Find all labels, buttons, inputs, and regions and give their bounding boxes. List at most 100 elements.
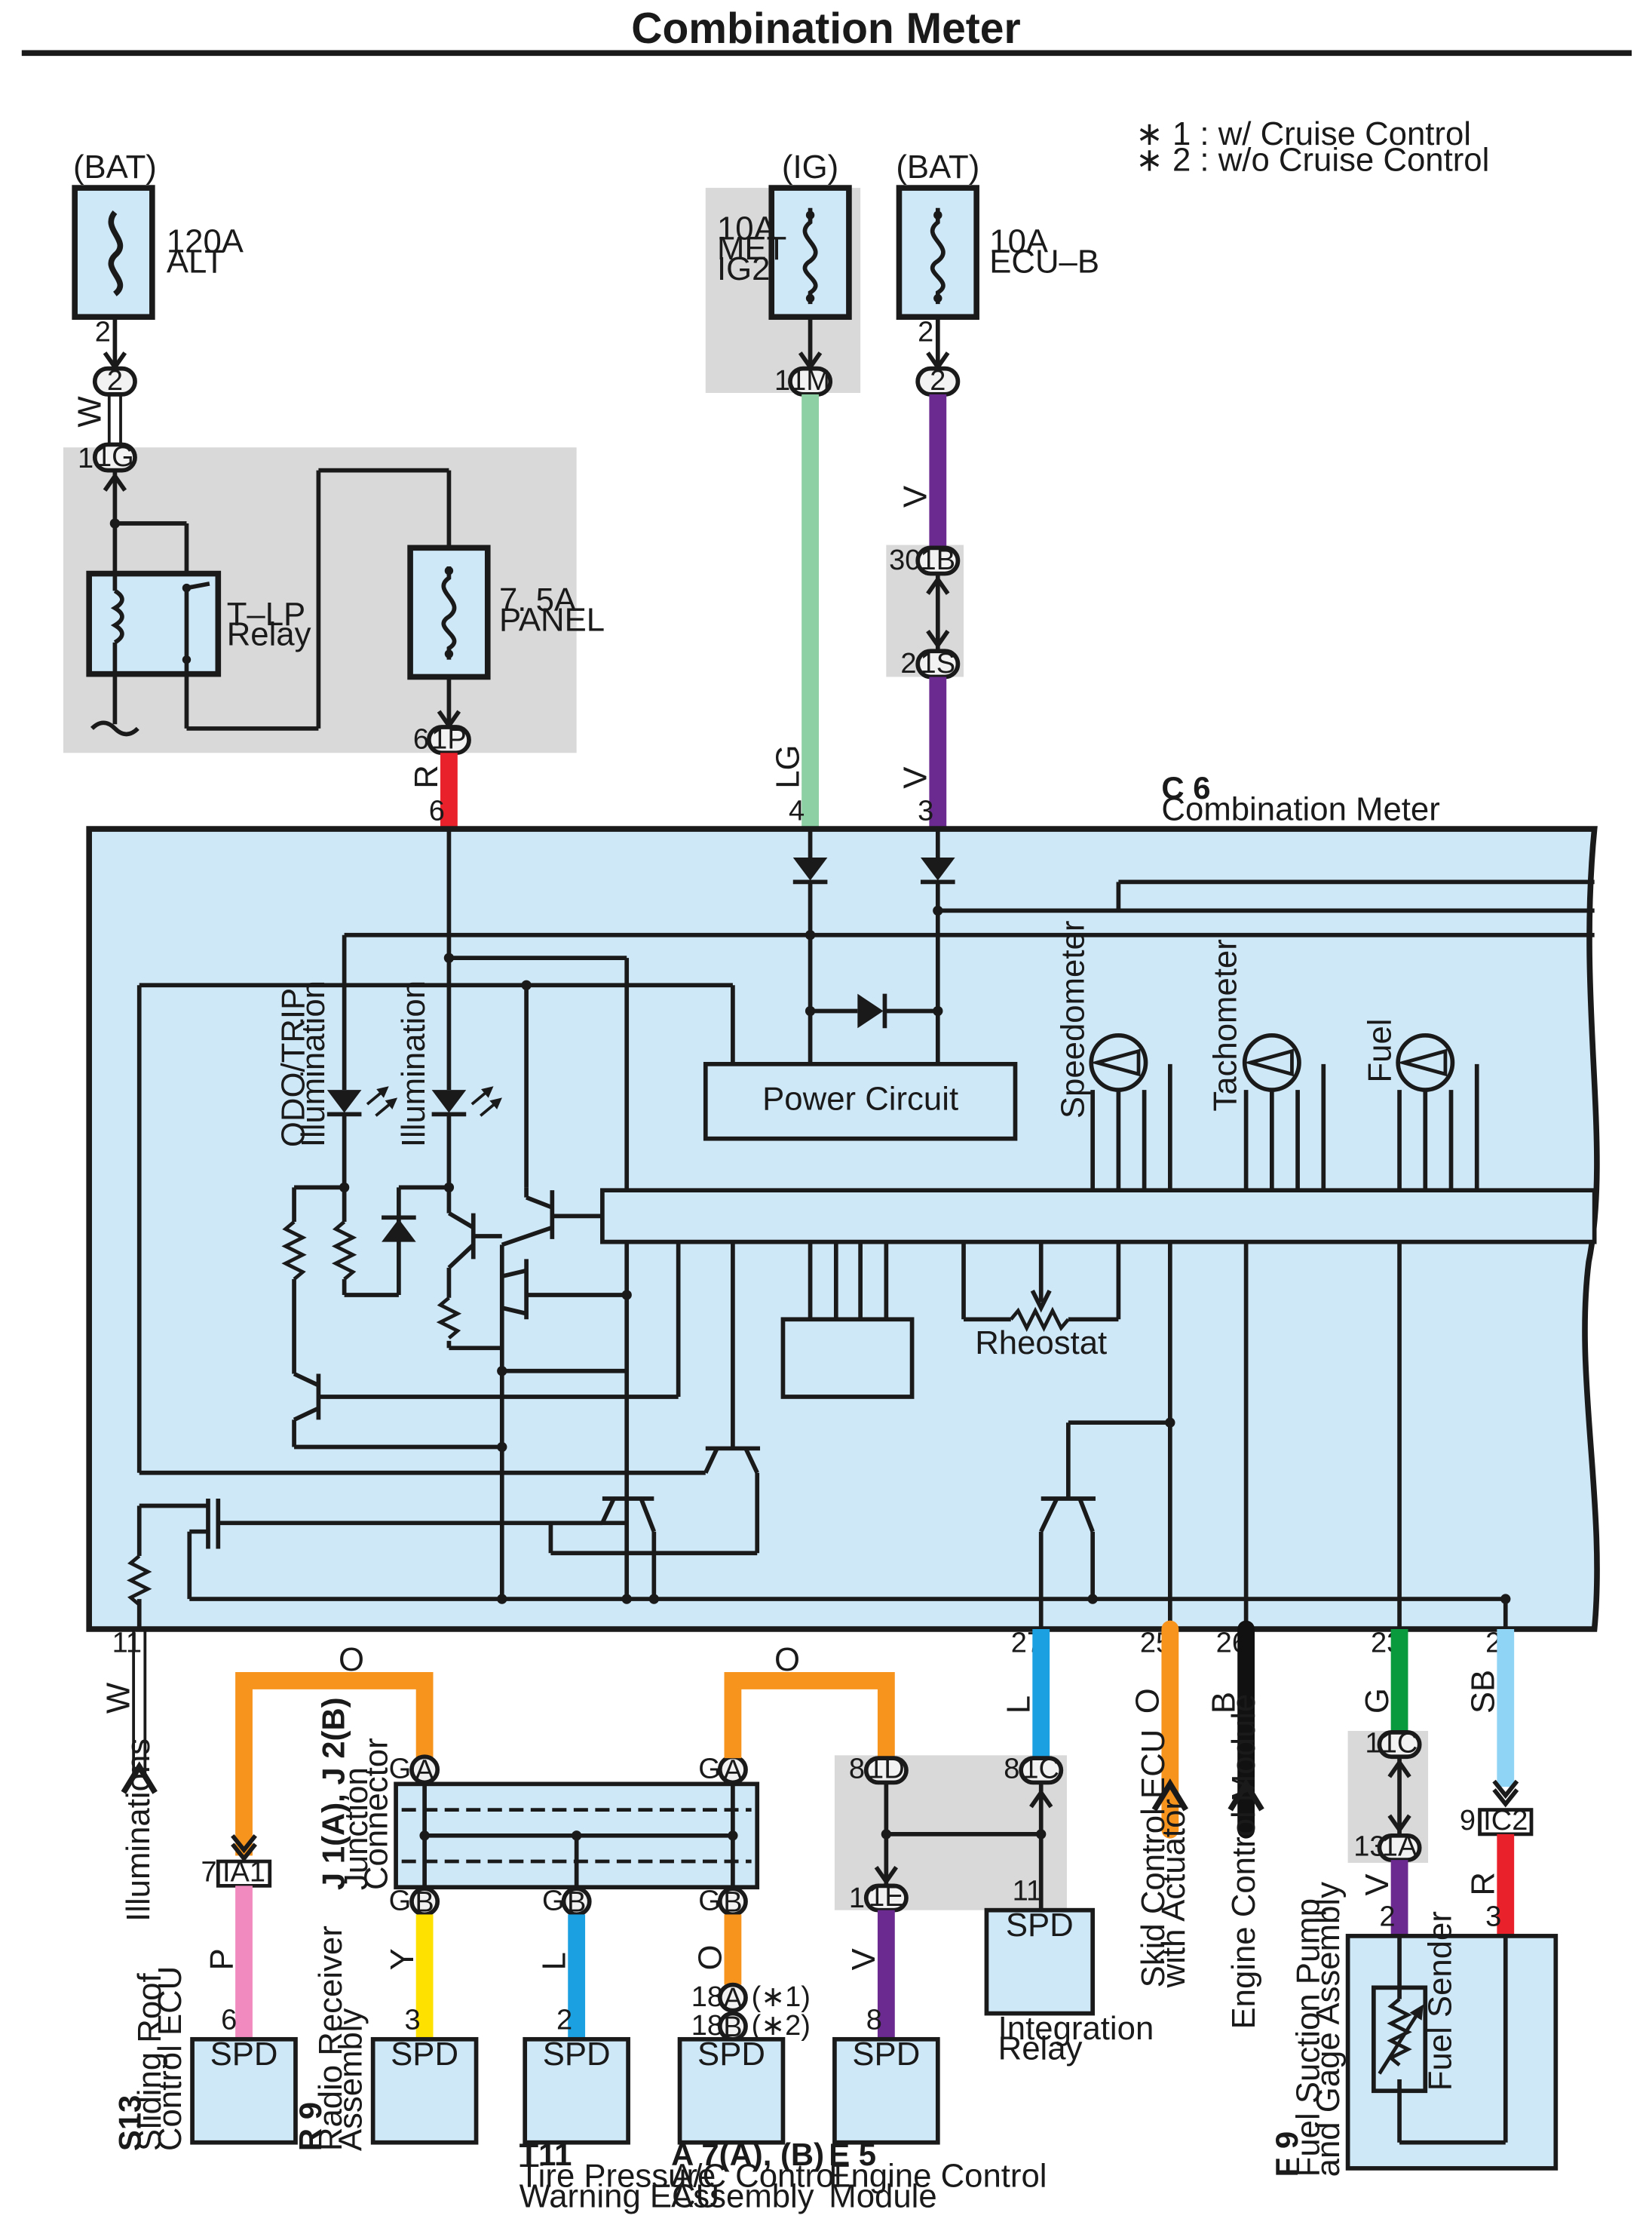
e5-code: E 5 [829,2137,876,2172]
power-circuit [703,1061,1018,1141]
fuse-met-source: (IG) [782,149,838,186]
svg-text:A: A [723,1755,743,1787]
fuse-met-name2: IG2 [717,250,770,287]
t11-label-2: Warning ECU [520,2177,720,2214]
illum-label: Illumination [395,980,432,1147]
meter-sub-block [780,1317,915,1399]
svg-text:1B: 1B [921,545,956,576]
svg-text:L: L [1001,1695,1037,1714]
svg-text:IA1: IA1 [222,1857,265,1889]
fuse-alt-name: ALT [167,243,225,280]
svg-text:Y: Y [384,1948,421,1970]
skid-arrow-icon [1151,1778,1188,1812]
engine-control-module-spd [832,2036,940,2145]
relay-coil-icon [110,588,124,645]
svg-text:2: 2 [556,2004,572,2036]
svg-text:1G: 1G [96,441,134,473]
svg-text:(∗1): (∗1) [752,1981,811,2013]
ecm-arrow-icon [1228,1778,1264,1812]
ecm-label: Engine Control Module [1225,1694,1262,2030]
svg-text:SPD: SPD [210,2036,278,2073]
svg-text:3: 3 [1485,1901,1501,1933]
svg-text:8: 8 [849,1754,865,1785]
fuse-panel-name: PANEL [499,602,605,639]
svg-text:G: G [698,1886,721,1917]
a7-code: A 7(A), (B) [671,2137,824,2172]
jc-label-1: Junction [338,1767,375,1890]
wire-o-right [724,1672,895,1759]
skid-label-2: with Actuator [1155,1799,1192,1988]
svg-text:R: R [408,765,445,789]
svg-text:SPD: SPD [391,2036,458,2073]
svg-text:G: G [389,1886,412,1917]
diode-ig [792,858,828,881]
skid-label-1: Skid Control ECU [1135,1729,1172,1988]
rheostat-label: Rheostat [975,1324,1107,1361]
svg-text:4: 4 [789,796,805,827]
relay-name-2: Relay [227,616,311,653]
note-2: ∗ 2 : w/o Cruise Control [1136,141,1489,178]
jc-label-2: Connector [358,1738,395,1890]
svg-text:11: 11 [112,1627,142,1659]
svg-text:A: A [415,1755,434,1787]
svg-text:(∗2): (∗2) [752,2010,811,2042]
svg-text:2: 2 [95,317,111,348]
svg-text:SPD: SPD [697,2036,765,2073]
f9-label-2: and Gage Assembly [1310,1882,1347,2177]
f9-code: F 9 [1269,2131,1304,2177]
integration-relay [984,1907,1096,2016]
zener-diode [382,1219,416,1242]
radio-receiver [370,2036,479,2145]
svg-text:V: V [1359,1873,1396,1895]
a7-label-1: A/C Control [671,2158,841,2195]
svg-text:1P: 1P [431,724,467,756]
svg-text:P: P [203,1948,240,1970]
svg-text:6: 6 [413,724,429,756]
meter-ic-bus [600,1188,1597,1244]
tachometer-label: Tachometer [1206,939,1243,1111]
svg-text:1S: 1S [921,648,956,680]
fuse-ecub-name: ECU–B [989,243,1099,280]
rheostat-icon [1009,1306,1070,1333]
svg-text:8: 8 [866,2004,882,2036]
fuel-gauge-label: Fuel [1362,1019,1399,1083]
fuse-alt-element [108,210,124,296]
diode-bridge [857,993,884,1029]
ac-control-assembly [677,2036,786,2145]
illuminations-arrow-icon [121,1761,158,1794]
svg-text:O: O [339,1641,364,1678]
svg-text:LG: LG [769,744,806,788]
svg-text:1: 1 [849,1883,865,1914]
svg-text:1E: 1E [869,1881,904,1913]
s13-label-2: Control ECU [152,1966,188,2151]
meter-resistor-w [127,1554,152,1606]
wire-o-left [235,1672,434,1856]
svg-text:1A: 1A [1382,1830,1418,1862]
svg-text:11: 11 [1013,1875,1042,1907]
svg-text:6: 6 [221,2004,237,2036]
svg-text:B: B [723,1887,742,1919]
svg-text:V: V [897,767,934,789]
s13-code: S13 [112,2095,148,2151]
t11-label-1: Tire Pressure [520,2158,716,2195]
svg-text:R: R [1465,1872,1502,1896]
svg-text:1: 1 [78,443,93,474]
r9-label-2: Assembly [332,2008,369,2151]
svg-text:B: B [415,1887,434,1919]
svg-text:SPD: SPD [852,2036,920,2073]
fuse-ecub-source: (BAT) [896,149,979,186]
svg-text:8: 8 [1004,1754,1019,1785]
odo-label-1: ODO/TRIP [274,988,311,1147]
connector-IA1 [216,1859,272,1888]
svg-text:W: W [100,1682,136,1714]
svg-text:B: B [1205,1692,1242,1714]
fuse-panel-amp: 7. 5A [499,581,577,618]
connector-2-alt [92,366,137,397]
svg-text:2: 2 [918,317,933,348]
jc-code: J 1(A), J 2(B) [316,1697,351,1890]
fuse-met-name: MET [717,230,786,267]
e5-label-1: Engine Control [829,2158,1047,2195]
fuse-met-amp: 10A [717,210,777,247]
illuminations-label: Illuminations [120,1738,157,1922]
svg-text:IC2: IC2 [1483,1805,1528,1836]
